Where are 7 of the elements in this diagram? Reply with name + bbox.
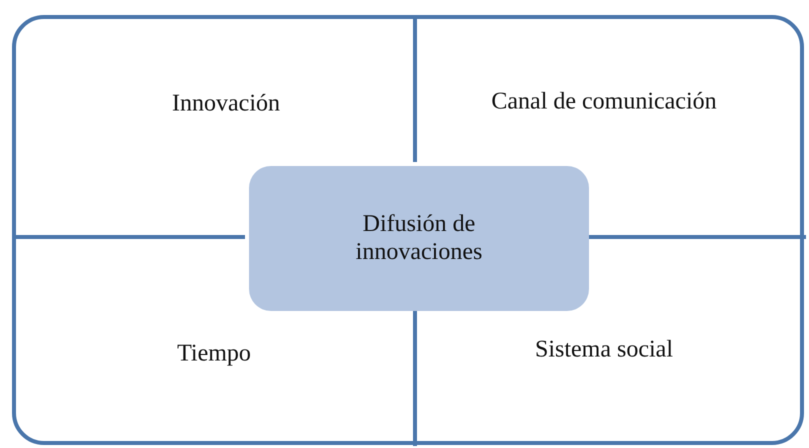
quadrant-label: Sistema social (535, 336, 673, 364)
quadrant-label: Innovación (172, 90, 280, 118)
center-text: Difusión de innovaciones (354, 210, 484, 266)
quadrant-label: Tiempo (177, 340, 251, 368)
frame-box (12, 15, 804, 445)
center-box (249, 166, 589, 311)
quadrant-label: Canal de comunicación (491, 88, 717, 116)
